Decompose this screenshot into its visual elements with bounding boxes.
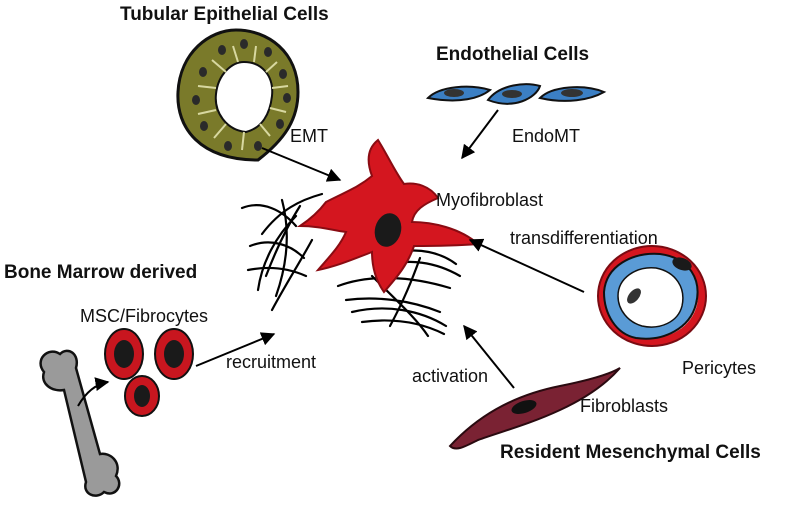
collagen-fibers (240, 192, 462, 338)
pericyte-vessel (597, 245, 707, 347)
emt-label: EMT (290, 126, 328, 146)
activation-arrow (463, 324, 515, 389)
bone-marrow-label: Bone Marrow derived (4, 262, 198, 283)
transdifferentiation-label: transdifferentiation (510, 228, 658, 248)
pericytes-label: Pericytes (682, 358, 757, 378)
recruitment-label: recruitment (226, 352, 317, 372)
emt-arrow (261, 147, 342, 182)
tubular-epithelial-cells (176, 28, 300, 162)
activation-label: activation (412, 366, 489, 386)
myofibroblast-label: Myofibroblast (436, 190, 544, 210)
bone-icon (39, 349, 121, 497)
endothelial-cells (425, 83, 607, 105)
recruitment-arrow (195, 332, 276, 367)
msc-fibrocytes-label: MSC/Fibrocytes (80, 306, 209, 326)
myofibroblast-cell (296, 138, 481, 294)
resident-mesenchymal-label: Resident Mesenchymal Cells (500, 442, 761, 463)
msc-fibrocyte-cells (104, 328, 194, 417)
transdifferentiation-arrow (468, 238, 585, 293)
fibroblast-cell (448, 367, 621, 450)
endothelial-label: Endothelial Cells (436, 44, 590, 65)
bone-marrow-arrow (77, 377, 110, 407)
endomt-arrow (461, 109, 499, 160)
endomt-label: EndoMT (512, 126, 581, 146)
arrows (77, 109, 585, 407)
tubular-epithelial-label: Tubular Epithelial Cells (120, 4, 329, 25)
fibroblasts-label: Fibroblasts (580, 396, 669, 416)
